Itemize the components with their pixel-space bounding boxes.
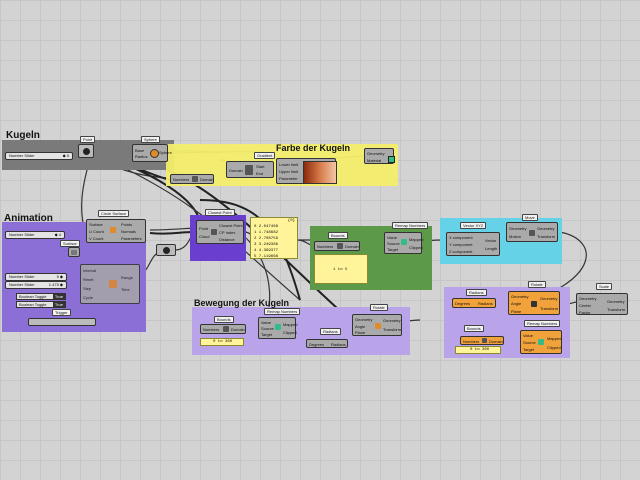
remap-numbers-component[interactable]: Value Source Target Mapped Clipped xyxy=(384,232,423,254)
tag-sphere: Sphere xyxy=(141,136,160,143)
relay-component[interactable] xyxy=(156,244,176,256)
panel-row: 5 7.119668 xyxy=(254,255,279,259)
domain-panel-3[interactable]: 0 to 360 xyxy=(455,346,501,354)
number-slider-step[interactable]: Number Slider 1.475 ◆ xyxy=(5,281,67,289)
move-icon xyxy=(529,230,535,236)
tag-remap-numbers-2: Remap Numbers xyxy=(524,320,561,327)
sphere-icon xyxy=(150,149,159,158)
rotate-component-2[interactable]: Geometry Angle Plane Geometry Transform xyxy=(352,314,402,336)
closest-point-icon xyxy=(211,229,217,235)
radians-component[interactable]: Degrees Radians xyxy=(452,298,496,308)
bounds-icon xyxy=(223,326,229,332)
tag-move: Move xyxy=(522,214,538,221)
domain-panel-1[interactable]: 1 to 5 xyxy=(314,254,368,284)
relay-icon xyxy=(163,247,170,254)
move-component[interactable]: Geometry Motion Geometry Transform xyxy=(506,222,558,242)
divide-surface-icon xyxy=(110,227,116,233)
domain-panel-2[interactable]: 0 to 360 xyxy=(200,338,244,346)
bounds-icon xyxy=(337,243,343,249)
timer-icon xyxy=(109,280,117,288)
tag-remap-numbers-3: Remap Numbers xyxy=(264,308,301,315)
tag-rotate-2: Rotate xyxy=(370,304,388,311)
group-title-bewegung: Bewegung der Kugeln xyxy=(194,298,290,308)
sphere-input-radius: Radius xyxy=(135,154,148,159)
sphere-output: Sphere xyxy=(159,150,172,155)
panel-row: 0 2.047468 xyxy=(254,225,279,229)
scale-component[interactable]: Geometry Center Factor Geometry Transfor… xyxy=(576,293,628,315)
panel-row: 2 2.708759 xyxy=(254,237,279,241)
bounds-component-2[interactable]: Numbers Domain xyxy=(460,336,504,345)
distance-panel[interactable]: {0} 0 2.047468 1 1.748682 2 2.708759 3 3… xyxy=(250,217,298,259)
remap-numbers-component-3[interactable]: Value Source Target Mapped Clipped xyxy=(258,317,297,339)
sphere-component[interactable]: Base Radius Sphere xyxy=(132,144,172,162)
tag-point: Point xyxy=(80,136,96,143)
panel-path: {0} xyxy=(287,219,295,223)
remap-icon xyxy=(275,324,281,330)
bounds-component-3[interactable]: Numbers Domain xyxy=(200,324,246,334)
point-icon xyxy=(83,148,90,155)
sphere-input-base: Base xyxy=(135,148,145,153)
divide-surface-component[interactable]: Surface U Count V Count Points Normals P… xyxy=(86,219,146,243)
tag-trigger: Trigger xyxy=(52,309,71,316)
panel-row: 1 1.748682 xyxy=(254,231,279,235)
number-slider-interval[interactable]: Number Slider 5 ◆ xyxy=(5,273,67,281)
rotate-icon xyxy=(531,301,537,307)
surface-icon xyxy=(71,250,77,255)
tag-circle-surface: Circle Surface xyxy=(98,210,130,217)
group-title-animation: Animation xyxy=(4,213,53,224)
gradient-swatch[interactable] xyxy=(303,161,337,184)
bounds-icon xyxy=(192,176,198,182)
bounds-component[interactable]: Numbers Domain xyxy=(314,241,360,251)
gradient-component[interactable]: Lower limit Upper limit Parameter xyxy=(276,158,337,184)
tag-vector-xyz: Vector XYZ xyxy=(460,222,487,229)
group-title-kugeln: Kugeln xyxy=(6,130,40,141)
radians-component-2[interactable]: Degrees Radians xyxy=(306,339,348,348)
boolean-toggle-2[interactable]: Boolean Toggle True xyxy=(16,301,66,308)
tag-bounds-2: Bounds xyxy=(464,325,484,332)
closest-point-component[interactable]: Point Cloud Closest Point CP Index Dista… xyxy=(196,220,244,244)
number-slider-u[interactable]: Number Slider ◆ 4 xyxy=(5,231,65,239)
tag-remap-numbers: Remap Numbers xyxy=(392,222,429,229)
tag-surface: Surface xyxy=(60,240,80,247)
custom-preview-component[interactable]: Geometry Material xyxy=(364,148,395,164)
deconstruct-domain-component[interactable]: Domain Start End xyxy=(226,161,274,178)
remap-numbers-component-2[interactable]: Value Source Target Mapped Clipped xyxy=(520,330,562,354)
number-slider-kugeln[interactable]: Number Slider ◆ 5 xyxy=(5,152,73,160)
point-component[interactable] xyxy=(78,144,94,158)
remap-icon xyxy=(401,239,407,245)
tag-radians: Radians xyxy=(466,289,487,296)
tag-radians-2: Radians xyxy=(320,328,341,335)
vector-xyz-component[interactable]: X component Y component Z component Vect… xyxy=(446,232,500,256)
group-title-farbe: Farbe der Kugeln xyxy=(276,143,351,153)
preview-icon xyxy=(388,156,395,163)
tag-closest-point: Closest Point xyxy=(205,209,235,216)
tag-bounds: Bounds xyxy=(328,232,348,239)
bounds-icon xyxy=(482,338,487,343)
domain-icon xyxy=(245,165,253,175)
boolean-toggle-1[interactable]: Boolean Toggle True xyxy=(16,293,66,300)
remap-icon xyxy=(538,339,544,345)
timer-component[interactable]: Interval Reset Step Cycle Range Time xyxy=(80,264,140,304)
tag-rotate: Rotate xyxy=(528,281,546,288)
rotate-icon xyxy=(375,323,381,329)
panel-row: 3 3.249386 xyxy=(254,243,279,247)
trigger-bar[interactable] xyxy=(28,318,96,326)
tag-gradient: Gradient xyxy=(254,152,276,159)
tag-scale: Scale xyxy=(596,283,613,290)
surface-param-component[interactable] xyxy=(68,247,80,257)
rotate-component[interactable]: Geometry Angle Plane Geometry Transform xyxy=(508,291,560,315)
numbers-domain-bounds-1[interactable]: Numbers Domain xyxy=(170,174,214,184)
tag-bounds-3: Bounds xyxy=(214,316,234,323)
panel-row: 4 4.369377 xyxy=(254,249,279,253)
